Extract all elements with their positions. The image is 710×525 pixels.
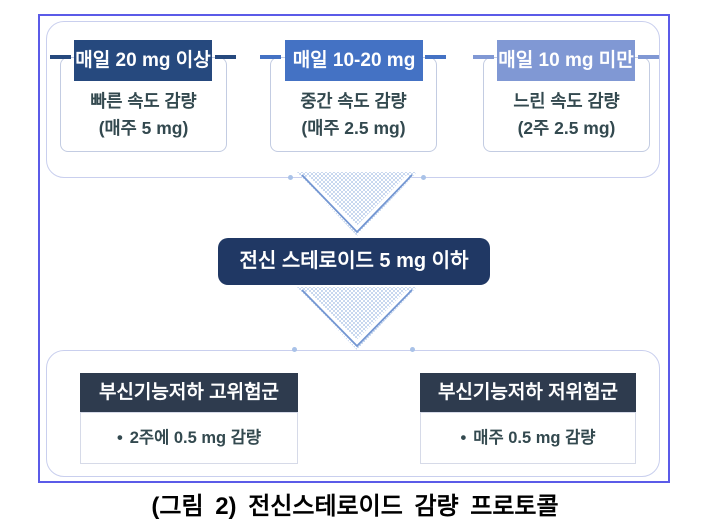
- risk-group-low-rate: 매주 0.5 mg 감량: [473, 429, 596, 447]
- connector-dot: [421, 175, 426, 180]
- threshold-box: 전신 스테로이드 5 mg 이하: [218, 238, 490, 285]
- connector-dash: [473, 55, 494, 59]
- risk-group-low-body: • 매주 0.5 mg 감량: [420, 412, 636, 464]
- connector-dash: [638, 55, 659, 59]
- taper-rate-label: (2주 2.5 mg): [517, 118, 616, 138]
- risk-group-high-body: • 2주에 0.5 mg 감량: [80, 412, 298, 464]
- dose-box-high-header: 매일 20 mg 이상: [74, 40, 212, 81]
- bullet-icon: •: [116, 429, 123, 447]
- dose-box-mid-header: 매일 10-20 mg: [285, 40, 423, 81]
- dose-box-low-header: 매일 10 mg 미만: [497, 40, 635, 81]
- risk-group-high-rate: 2주에 0.5 mg 감량: [129, 429, 262, 447]
- connector-dash: [215, 55, 236, 59]
- connector-dash: [50, 55, 71, 59]
- down-chevron-icon: [297, 287, 417, 350]
- dose-box-low-body: 느린 속도 감량 (2주 2.5 mg): [483, 88, 650, 142]
- figure-caption: (그림 2) 전신스테로이드 감량 프로토콜: [151, 493, 559, 520]
- taper-speed-label: 중간 속도 감량: [300, 91, 407, 111]
- connector-dot: [288, 175, 293, 180]
- risk-group-high-header: 부신기능저하 고위험군: [80, 373, 298, 412]
- connector-dash: [425, 55, 446, 59]
- dose-box-high-body: 빠른 속도 감량 (매주 5 mg): [60, 88, 227, 142]
- taper-rate-label: (매주 2.5 mg): [301, 118, 406, 138]
- connector-dot: [292, 347, 297, 352]
- taper-speed-label: 느린 속도 감량: [513, 91, 620, 111]
- connector-dash: [260, 55, 281, 59]
- risk-group-low-header: 부신기능저하 저위험군: [420, 373, 636, 412]
- connector-dot: [410, 347, 415, 352]
- taper-speed-label: 빠른 속도 감량: [90, 91, 197, 111]
- taper-rate-label: (매주 5 mg): [98, 118, 189, 138]
- bullet-icon: •: [460, 429, 467, 447]
- dose-box-mid-body: 중간 속도 감량 (매주 2.5 mg): [270, 88, 437, 142]
- down-chevron-icon: [297, 172, 417, 236]
